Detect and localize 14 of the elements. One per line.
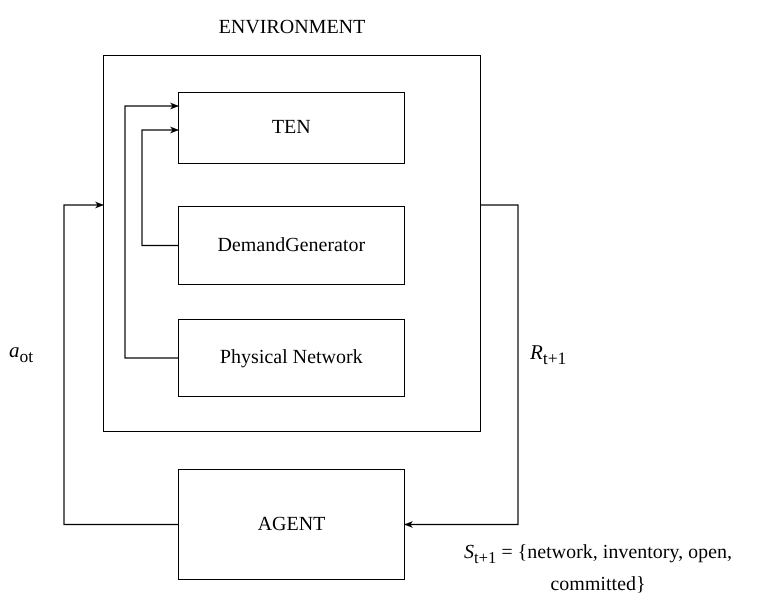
arrow xyxy=(141,126,179,246)
module-box xyxy=(178,206,405,285)
box-label: TEN xyxy=(272,116,311,140)
box-label: Physical Network xyxy=(220,346,363,370)
module-box xyxy=(178,318,405,397)
box-heading: ENVIRONMENT xyxy=(218,16,366,39)
module-box xyxy=(178,92,405,164)
state-formula: S$_{t+1}$ = {network, inventory, open, committed} xyxy=(462,540,733,598)
box-label: AGENT xyxy=(258,513,326,536)
arrow xyxy=(124,102,179,359)
box-label: DemandGenerator xyxy=(217,234,366,257)
system-box xyxy=(178,469,405,580)
arrow xyxy=(404,204,519,528)
arrow xyxy=(63,201,178,526)
